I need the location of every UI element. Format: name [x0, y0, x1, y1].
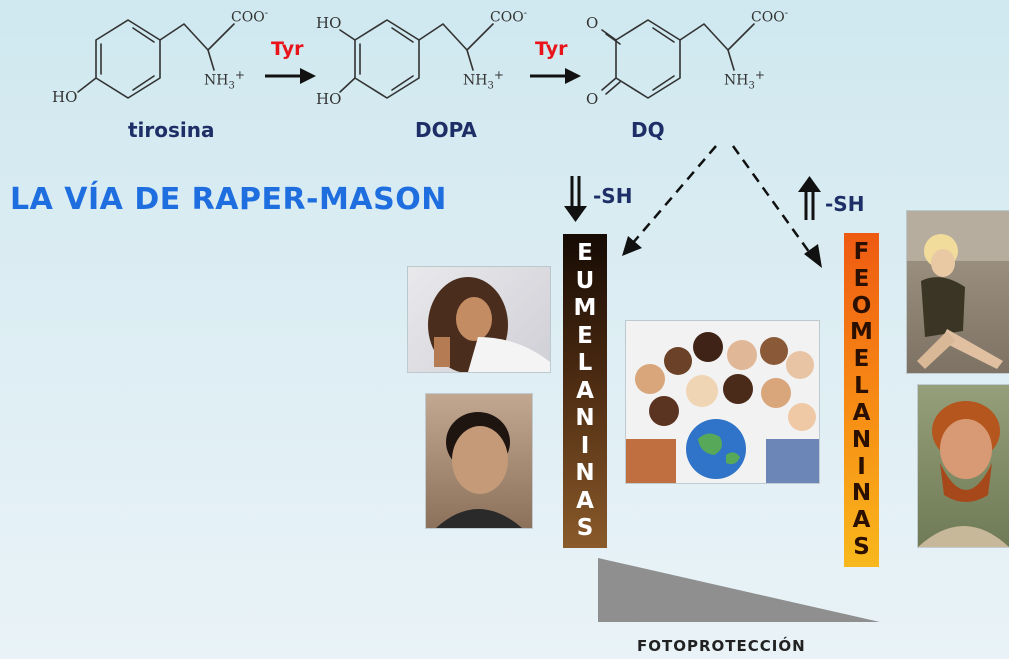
dq-o-top: O [586, 14, 599, 32]
pathway-title: LA VÍA DE RAPER-MASON [10, 182, 447, 217]
photo-woman-dark-hair [408, 267, 550, 372]
feomelaninas-letter: E [853, 265, 870, 292]
photo-redhead-man [918, 385, 1009, 547]
tirosina-nh3: NH3+ [204, 68, 245, 92]
dq-nh3: NH3+ [724, 68, 765, 92]
fotoproteccion-wedge [598, 558, 880, 622]
dopa-label: DOPA [415, 118, 477, 142]
eumelaninas-letter: A [576, 377, 594, 404]
eumelaninas-letter: U [575, 267, 595, 294]
photo-blonde-woman [907, 211, 1009, 373]
eumelaninas-letter: A [576, 487, 594, 514]
feomelaninas-letter: I [857, 453, 866, 480]
tirosina-ho: HO [52, 88, 78, 106]
eumelaninas-letter: L [577, 350, 593, 376]
feomelaninas-letter: E [853, 346, 870, 373]
fotoproteccion-label: FOTOPROTECCIÓN [637, 637, 806, 655]
eumelaninas-letter: N [575, 405, 595, 431]
dopa-ho-bottom: HO [316, 90, 342, 108]
eumelaninas-letter: N [575, 460, 595, 486]
pheomelanin-sh-label: -SH [825, 192, 865, 216]
dopa-coo: COO- [490, 8, 528, 26]
feomelaninas-letter: N [851, 426, 872, 453]
feomelaninas-letter: O [851, 292, 872, 319]
dq-ring [615, 19, 681, 99]
photo-children-globe [626, 321, 819, 483]
eumelaninas-letter: M [573, 295, 597, 321]
dq-label: DQ [631, 118, 665, 142]
feomelaninas-letter: A [852, 507, 871, 534]
eumelaninas-letter: E [577, 240, 593, 266]
enzyme-tyr-2: Tyr [535, 38, 568, 60]
feomelaninas-letter: A [852, 399, 871, 426]
photo-man-dark-hair [426, 394, 532, 528]
dq-coo: COO- [751, 8, 789, 26]
eumelaninas-letter: S [576, 515, 594, 541]
dopa-nh3: NH3+ [463, 68, 504, 92]
eumelaninas-letter: E [577, 322, 593, 349]
feomelaninas-letter: S [853, 533, 870, 560]
dopa-ho-top: HO [316, 14, 342, 32]
dashed-arrow-pheomelanin [731, 145, 814, 257]
tirosina-ring [95, 19, 161, 99]
feomelaninas-letter: L [854, 373, 869, 400]
eumelanin-sh-label: -SH [593, 184, 633, 208]
enzyme-tyr-1: Tyr [271, 38, 304, 60]
dq-o-bottom: O [586, 90, 599, 108]
eumelaninas-letter: I [580, 432, 590, 459]
tirosina-coo: COO- [231, 8, 269, 26]
dashed-arrow-eumelanin [631, 145, 717, 245]
feomelaninas-letter: M [850, 319, 873, 346]
feomelaninas-letter: N [851, 480, 872, 507]
tirosina-label: tirosina [128, 118, 215, 142]
dopa-ring [354, 19, 420, 99]
feomelaninas-letter: F [853, 239, 870, 265]
